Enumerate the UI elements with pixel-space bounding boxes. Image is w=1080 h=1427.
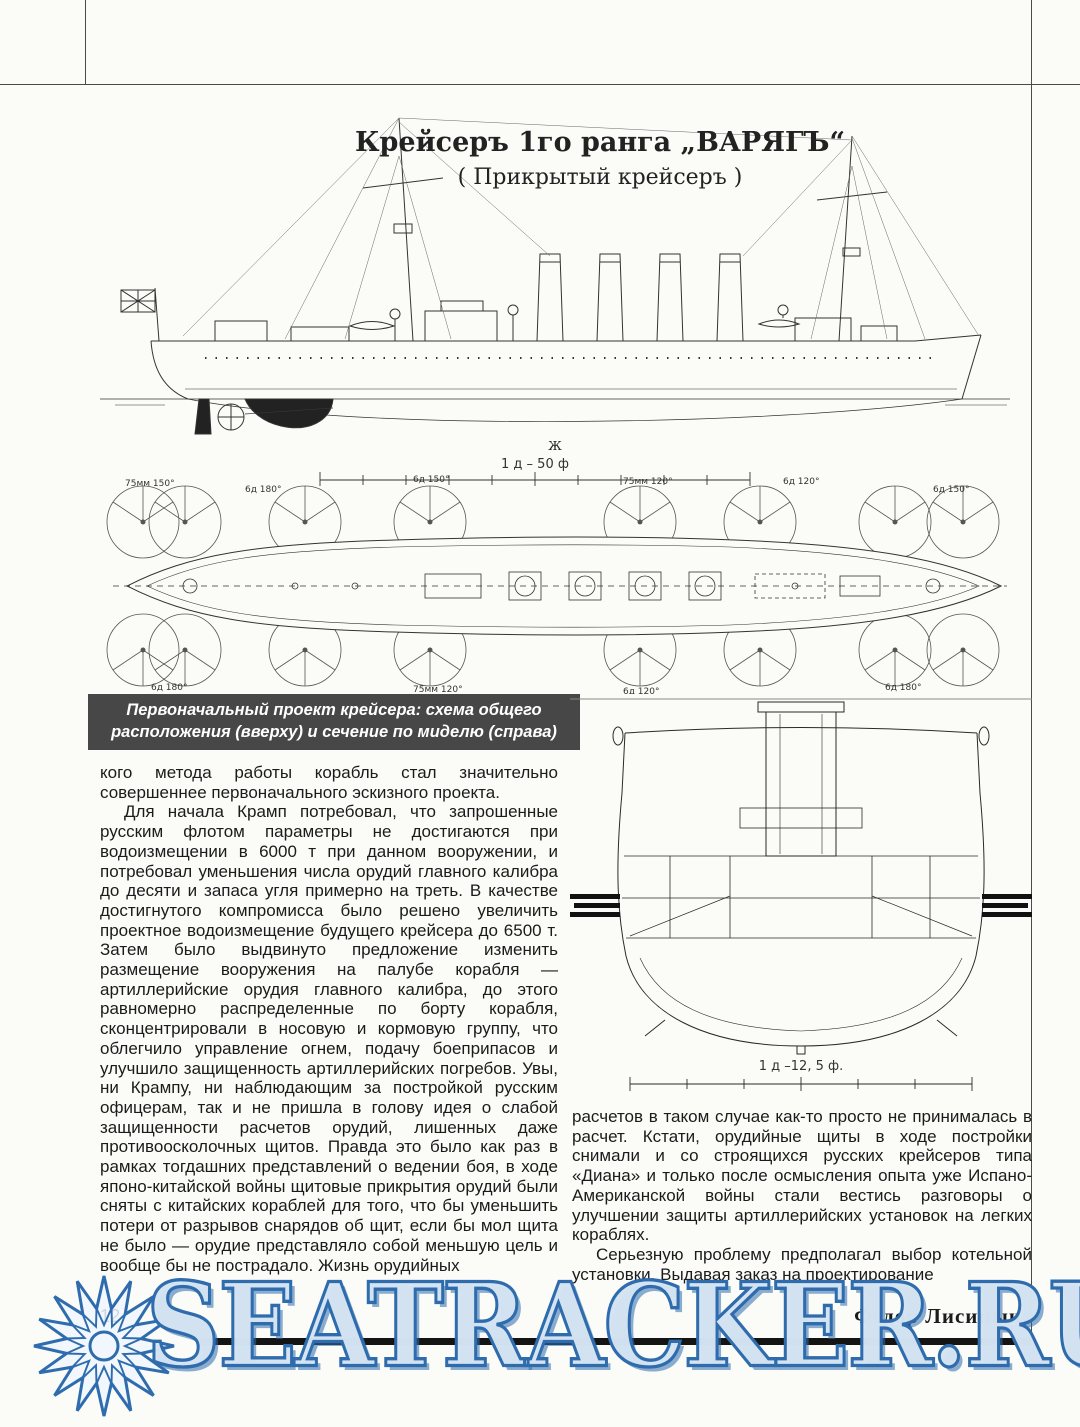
printer-mark: Ж: [548, 439, 562, 453]
side-view-drawing: Крейсеръ 1го ранга „ВАРЯГЪ“ ( Прикрытый …: [95, 96, 1015, 454]
page-number: 12: [100, 1306, 121, 1326]
section-hull: [612, 726, 990, 1055]
author-name: Федор Лисицын: [854, 1304, 1022, 1328]
paragraph: Для начала Крамп потребовал, что запроше…: [100, 802, 558, 1275]
frame-rule-right: [1031, 0, 1032, 1340]
footer-rule: [200, 1338, 1031, 1345]
propeller-and-rudder: [194, 398, 334, 435]
frame-rule-top: [0, 84, 1080, 85]
deck-fittings: [182, 571, 941, 601]
paragraph: расчетов в таком случае как-то просто не…: [572, 1107, 1032, 1245]
svg-text:6д 120°: 6д 120°: [783, 477, 820, 487]
svg-text:75мм 120°: 75мм 120°: [413, 685, 463, 694]
left-text-column: кого метода работы корабль стал значител…: [100, 763, 558, 1295]
section-decks: [622, 855, 980, 939]
naval-jack-flag: [120, 287, 160, 342]
rigging: [182, 117, 980, 340]
hull-plan: [113, 536, 1007, 636]
caption-line1: Первоначальный проект крейсера: схема об…: [126, 701, 542, 719]
svg-text:6д 180°: 6д 180°: [885, 683, 922, 693]
frame-rule-left: [85, 0, 86, 84]
svg-text:6д 180°: 6д 180°: [245, 485, 282, 495]
svg-text:75мм 150°: 75мм 150°: [125, 479, 175, 489]
water-line: [100, 398, 1010, 406]
section-trunk: [739, 701, 863, 857]
svg-text:6д 150°: 6д 150°: [933, 485, 970, 495]
paragraph: Серьезную проблему предполагал выбор кот…: [572, 1244, 1032, 1284]
figure-caption: Первоначальный проект крейсера: схема об…: [88, 694, 580, 751]
section-scale-ruler: [629, 1077, 973, 1091]
masts: [362, 117, 888, 342]
caption-line2: расположения (вверху) и сечение по мидел…: [111, 723, 557, 742]
svg-text:6д 180°: 6д 180°: [151, 683, 188, 693]
section-waterline-marks: [570, 894, 1032, 917]
funnels: [536, 253, 744, 342]
svg-text:6д 150°: 6д 150°: [413, 475, 450, 485]
scale-ruler: [319, 472, 751, 486]
paragraph: кого метода работы корабль стал значител…: [100, 763, 558, 802]
midship-section-drawing: 1 д –12, 5 ф.: [570, 698, 1032, 1102]
superstructure: [214, 300, 898, 342]
drawing-title-line2: ( Прикрытый крейсеръ ): [458, 165, 743, 190]
svg-text:75мм 120°: 75мм 120°: [623, 477, 673, 487]
plan-view-drawing: 1 д – 50 ф: [95, 456, 1015, 697]
svg-text:6д 120°: 6д 120°: [623, 687, 660, 694]
section-scale-label: 1 д –12, 5 ф.: [759, 1059, 843, 1074]
drawing-title-line1: Крейсеръ 1го ранга „ВАРЯГЪ“: [355, 127, 845, 158]
arc-angle-labels: 75мм 150° 6д 180° 6д 150° 75мм 120° 6д 1…: [125, 475, 970, 697]
plan-scale-label: 1 д – 50 ф: [501, 457, 569, 472]
right-text-column: расчетов в таком случае как-то просто не…: [572, 1107, 1032, 1295]
